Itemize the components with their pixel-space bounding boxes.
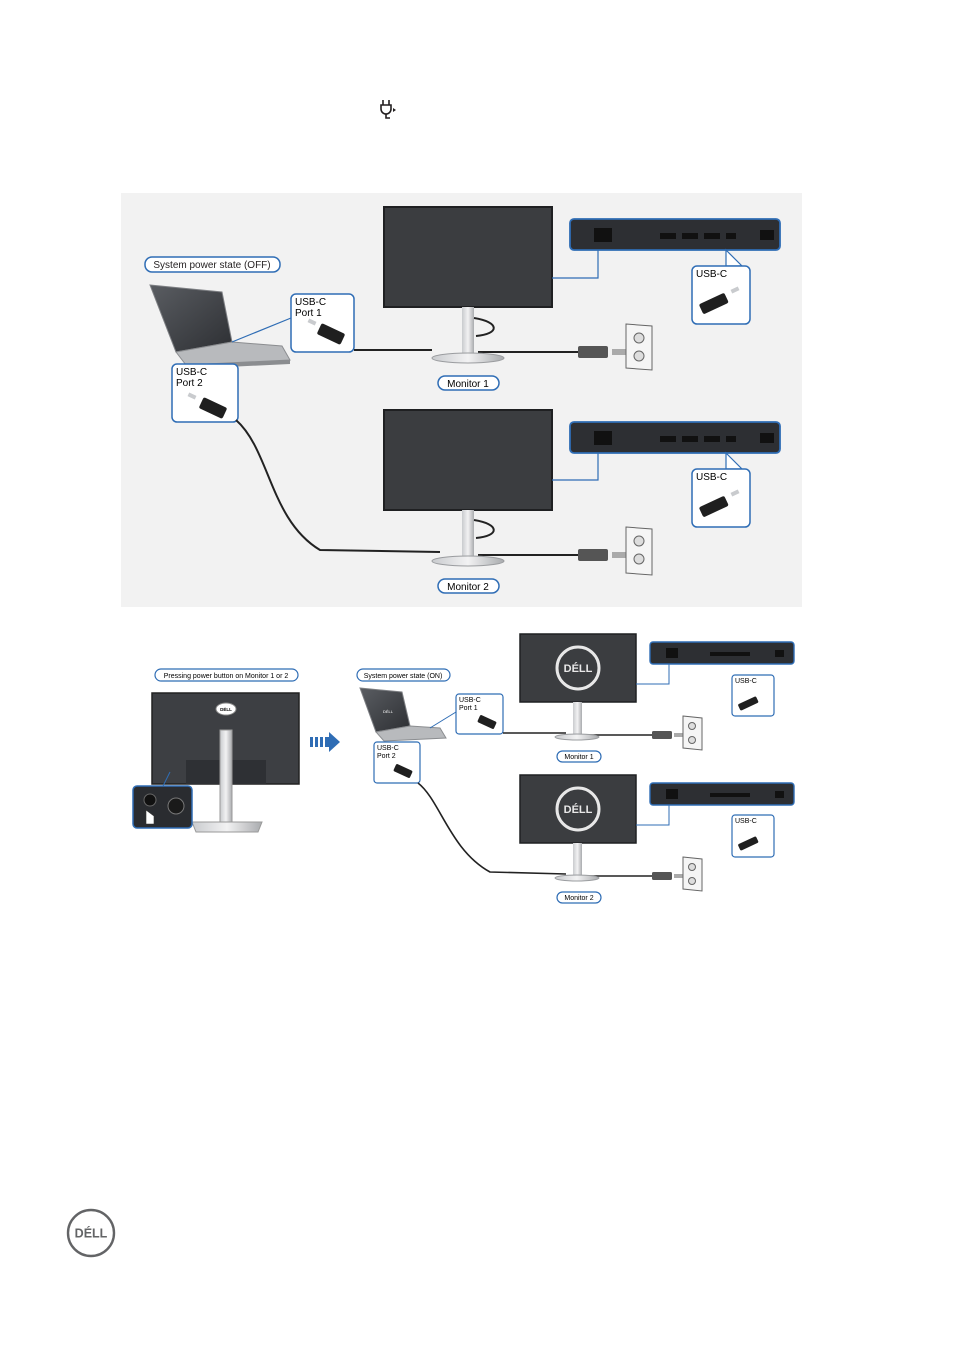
svg-text:USB-C: USB-C xyxy=(295,297,326,308)
monitor2-bottom-power-plug xyxy=(652,857,702,891)
svg-text:Monitor 1: Monitor 1 xyxy=(564,754,593,761)
svg-text:Port 1: Port 1 xyxy=(295,308,322,319)
monitor-rear-view: DÉLL xyxy=(133,693,299,832)
monitor1-bottom-power-plug xyxy=(652,716,702,750)
monitor2-bottom-rear-panel: USB-C xyxy=(636,783,794,857)
monitor2-bottom: DÉLL xyxy=(520,775,636,881)
svg-text:DÉLL: DÉLL xyxy=(220,705,232,712)
svg-text:Pressing power button on Monit: Pressing power button on Monitor 1 or 2 xyxy=(164,673,289,680)
svg-text:Port 2: Port 2 xyxy=(377,753,396,760)
monitor1-bottom: DÉLL xyxy=(520,634,636,740)
pressing-power-label: Pressing power button on Monitor 1 or 2 xyxy=(155,669,298,681)
svg-text:System power state (OFF): System power state (OFF) xyxy=(153,260,270,271)
laptop-bottom: DÉLL xyxy=(360,688,446,741)
monitor1-label: Monitor 1 xyxy=(438,376,499,390)
svg-text:Port 2: Port 2 xyxy=(176,378,203,389)
svg-text:DÉLL: DÉLL xyxy=(383,709,394,714)
monitor2-label: Monitor 2 xyxy=(438,579,499,593)
top-figure: System power state (OFF) USB-C Port 1 US… xyxy=(121,193,802,607)
svg-text:USB-C: USB-C xyxy=(735,818,757,825)
svg-text:USB-C: USB-C xyxy=(735,678,757,685)
bottom-figure: Pressing power button on Monitor 1 or 2 … xyxy=(133,634,794,903)
svg-text:USB-C: USB-C xyxy=(176,367,207,378)
svg-text:USB-C: USB-C xyxy=(696,269,727,280)
svg-text:USB-C: USB-C xyxy=(696,472,727,483)
svg-text:USB-C: USB-C xyxy=(377,745,399,752)
svg-text:Monitor 2: Monitor 2 xyxy=(564,895,593,902)
laptop-bottom-port1-callout: USB-C Port 1 xyxy=(430,694,503,734)
svg-text:Port 1: Port 1 xyxy=(459,705,478,712)
svg-text:Monitor 1: Monitor 1 xyxy=(447,379,489,390)
svg-text:USB-C: USB-C xyxy=(459,697,481,704)
transition-arrow-icon xyxy=(310,732,340,752)
monitor1-bottom-label: Monitor 1 xyxy=(557,751,601,762)
system-state-on-label: System power state (ON) xyxy=(357,669,450,681)
svg-text:DÉLL: DÉLL xyxy=(564,803,593,816)
system-state-off-label: System power state (OFF) xyxy=(145,257,280,272)
monitor2-bottom-label: Monitor 2 xyxy=(557,892,601,903)
monitor1-bottom-rear-panel: USB-C xyxy=(636,642,794,716)
laptop-bottom-port2-callout: USB-C Port 2 xyxy=(374,742,420,783)
svg-text:DÉLL: DÉLL xyxy=(564,662,593,675)
svg-text:Monitor 2: Monitor 2 xyxy=(447,582,489,593)
laptop-port2-callout: USB-C Port 2 xyxy=(172,364,238,422)
svg-text:DÉLL: DÉLL xyxy=(75,1226,108,1241)
svg-text:System power state (ON): System power state (ON) xyxy=(364,673,443,680)
dell-logo: DÉLL xyxy=(66,1208,116,1258)
